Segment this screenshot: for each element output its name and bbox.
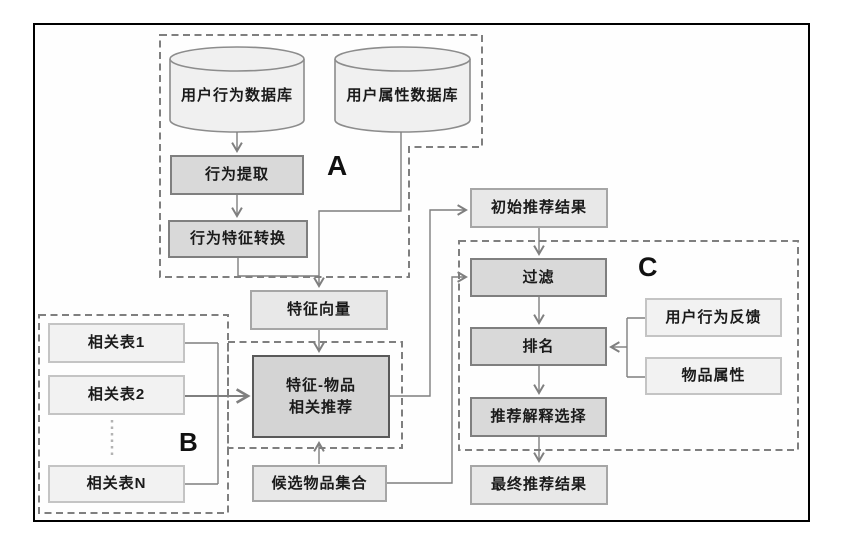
node-user-behavior-db: 用户行为数据库: [180, 86, 293, 104]
connector-featureitem-to-initialresult: [390, 204, 468, 397]
group-label-a: A: [327, 150, 348, 181]
node-related-table-2: 相关表2: [48, 375, 185, 415]
node-related-table-n: 相关表N: [48, 465, 185, 503]
user-attribute-db-cylinder: [334, 46, 471, 133]
feature-item-label-line2: 相关推荐: [288, 398, 353, 416]
node-candidate-item-set: 候选物品集合: [252, 465, 387, 502]
node-feature-vector: 特征向量: [250, 290, 388, 330]
group-c-outline: [458, 240, 799, 451]
node-initial-recommendation-result: 初始推荐结果: [470, 188, 608, 228]
feature-item-label-line1: 特征-物品: [286, 376, 356, 394]
group-label-b: B: [179, 427, 198, 457]
connector-attributedb-to-featurevector: [313, 132, 402, 288]
user-behavior-db-cylinder: [169, 46, 305, 133]
node-ranking: 排名: [470, 327, 607, 366]
node-behavior-feature-conversion: 行为特征转换: [168, 220, 308, 258]
node-user-behavior-feedback: 用户行为反馈: [645, 298, 782, 337]
node-item-attributes: 物品属性: [645, 357, 782, 395]
node-behavior-extraction: 行为提取: [170, 155, 304, 195]
node-final-recommendation-result: 最终推荐结果: [470, 465, 608, 505]
connector-candidateset-to-filter: [387, 271, 468, 484]
node-user-attribute-db: 用户属性数据库: [346, 86, 459, 104]
group-label-c: C: [638, 252, 658, 282]
feature-item-dashed-outline: [227, 341, 403, 449]
node-recommendation-explanation-selection: 推荐解释选择: [470, 397, 607, 437]
node-related-table-1: 相关表1: [48, 323, 185, 363]
node-filter: 过滤: [470, 258, 607, 297]
group-a-outline: [159, 34, 483, 278]
connector-conversion-to-featurevector: [237, 258, 319, 277]
node-feature-item-recommendation: 特征-物品 相关推荐: [252, 355, 390, 438]
